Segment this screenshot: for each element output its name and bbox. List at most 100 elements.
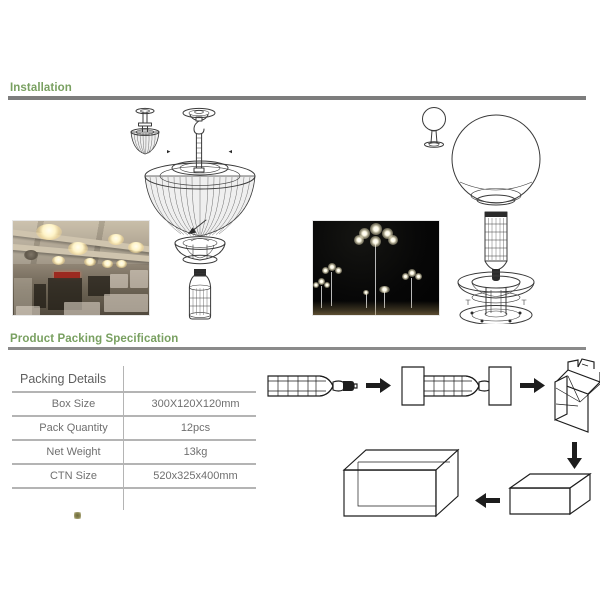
table-row: CTN Size 520x325x400mm	[12, 464, 256, 489]
reflector-dome	[144, 160, 256, 237]
section-title-product-packing-specification: Product Packing Specification	[10, 333, 179, 345]
photo-globe-light	[402, 273, 409, 280]
installation-figure-zone	[0, 102, 600, 324]
flow-arrow-down	[567, 442, 582, 469]
table-row-divider	[12, 391, 256, 393]
photo-goods	[110, 274, 128, 288]
lamp-holder-ring	[457, 271, 535, 304]
photo-frame	[12, 220, 150, 316]
photo-globe-light	[370, 236, 381, 247]
photo-lamp-pole	[375, 242, 377, 316]
photo-lamp-cluster	[321, 263, 343, 277]
table-row-divider	[12, 487, 256, 489]
photo-globe-light	[408, 269, 416, 277]
photo-frame	[312, 220, 440, 316]
pole-and-base-flange	[459, 287, 533, 324]
photo-highbay-lamp	[52, 256, 65, 265]
row-label: Box Size	[51, 398, 96, 410]
photo-globe-light	[415, 273, 422, 280]
photo-highbay-lamp	[128, 242, 144, 253]
flow-step-master-carton	[342, 448, 460, 518]
flow-step-corn-lamp	[267, 375, 358, 397]
table-header-label: Packing Details	[20, 372, 107, 386]
photo-lamp-pole	[411, 278, 413, 308]
ceiling-mount-bracket	[182, 107, 216, 122]
table-row-divider	[12, 415, 256, 417]
callout-arrow	[188, 219, 207, 234]
photo-globe-light	[313, 282, 319, 288]
flow-step-closed-inner-box	[508, 472, 592, 516]
suspension-stem	[193, 120, 205, 173]
photo-globe-light	[324, 282, 330, 288]
photo-ground-glow	[312, 300, 440, 316]
warehouse-interior-photo	[12, 220, 150, 316]
watermark-artifact	[74, 512, 81, 519]
flow-step-lamp-with-endcaps	[401, 366, 512, 406]
photo-goods	[16, 306, 40, 316]
row-label: Pack Quantity	[39, 422, 108, 434]
row-value: 12pcs	[180, 422, 211, 434]
photo-globe-light	[363, 290, 369, 295]
row-value: 300X120X120mm	[151, 398, 240, 410]
photo-highbay-lamp	[102, 260, 113, 268]
photo-globe-light	[335, 267, 342, 274]
photo-globe-light	[322, 267, 329, 274]
table-column-divider	[123, 366, 125, 510]
photo-lamp-cluster	[402, 269, 422, 282]
assembled-globe-reference	[422, 107, 446, 148]
section-title-installation: Installation	[10, 82, 72, 94]
photo-highbay-lamp	[116, 260, 127, 268]
photo-globe-light	[370, 223, 382, 235]
base-bolt	[470, 311, 522, 323]
table-row-divider	[12, 439, 256, 441]
lamp-holder-plate	[174, 236, 226, 265]
highbay-exploded-drawing	[130, 107, 256, 320]
row-value: 520x325x400mm	[153, 470, 238, 482]
table-row: Pack Quantity 12pcs	[12, 416, 256, 441]
row-label: Net Weight	[46, 446, 101, 458]
photo-highbay-lamp	[24, 250, 38, 260]
table-row: Box Size 300X120X120mm	[12, 392, 256, 417]
table-row: Net Weight 13kg	[12, 440, 256, 465]
globe-post-top-exploded-drawing	[422, 107, 541, 324]
table-header-row: Packing Details	[12, 366, 256, 393]
photo-goods	[104, 294, 148, 312]
photo-lamp-pole	[384, 292, 386, 308]
packing-flow-diagram	[267, 358, 600, 518]
photo-highbay-lamp	[108, 234, 124, 245]
packing-details-table: Packing Details Box Size 300X120X120mm P…	[12, 366, 256, 489]
photo-highbay-lamp	[68, 242, 88, 255]
row-value: 13kg	[183, 446, 208, 458]
photo-globe-light	[328, 263, 336, 271]
assembly-arrow	[167, 150, 232, 154]
photo-lamp-pole	[321, 286, 323, 308]
photo-goods	[130, 270, 148, 288]
assembled-highbay-reference	[130, 107, 160, 155]
corn-lamp	[188, 269, 212, 320]
flow-step-open-inner-box	[554, 358, 600, 433]
photo-highbay-lamp	[84, 258, 96, 266]
photo-globe-light	[354, 235, 364, 245]
photo-lamp-cluster	[354, 223, 398, 248]
photo-shelf	[34, 284, 46, 308]
night-street-lamp-photo	[312, 220, 440, 316]
photo-highbay-lamp	[36, 224, 62, 240]
globe-diffuser	[451, 114, 541, 206]
photo-globe-light	[382, 228, 393, 239]
section-divider-installation	[8, 96, 586, 100]
photo-store-sign	[54, 272, 80, 278]
section-divider-packing	[8, 347, 586, 350]
photo-globe-light	[359, 228, 370, 239]
photo-globe-light	[318, 278, 325, 285]
flow-arrow	[366, 378, 391, 393]
corn-lamp	[484, 211, 508, 281]
photo-shelf	[88, 276, 110, 296]
photo-goods	[64, 302, 100, 316]
row-label: CTN Size	[49, 470, 98, 482]
flow-arrow-left	[475, 493, 500, 508]
flow-arrow	[520, 378, 545, 393]
photo-lamp-pole	[331, 272, 333, 306]
photo-lamp-cluster	[313, 278, 331, 290]
table-row-divider	[12, 463, 256, 465]
